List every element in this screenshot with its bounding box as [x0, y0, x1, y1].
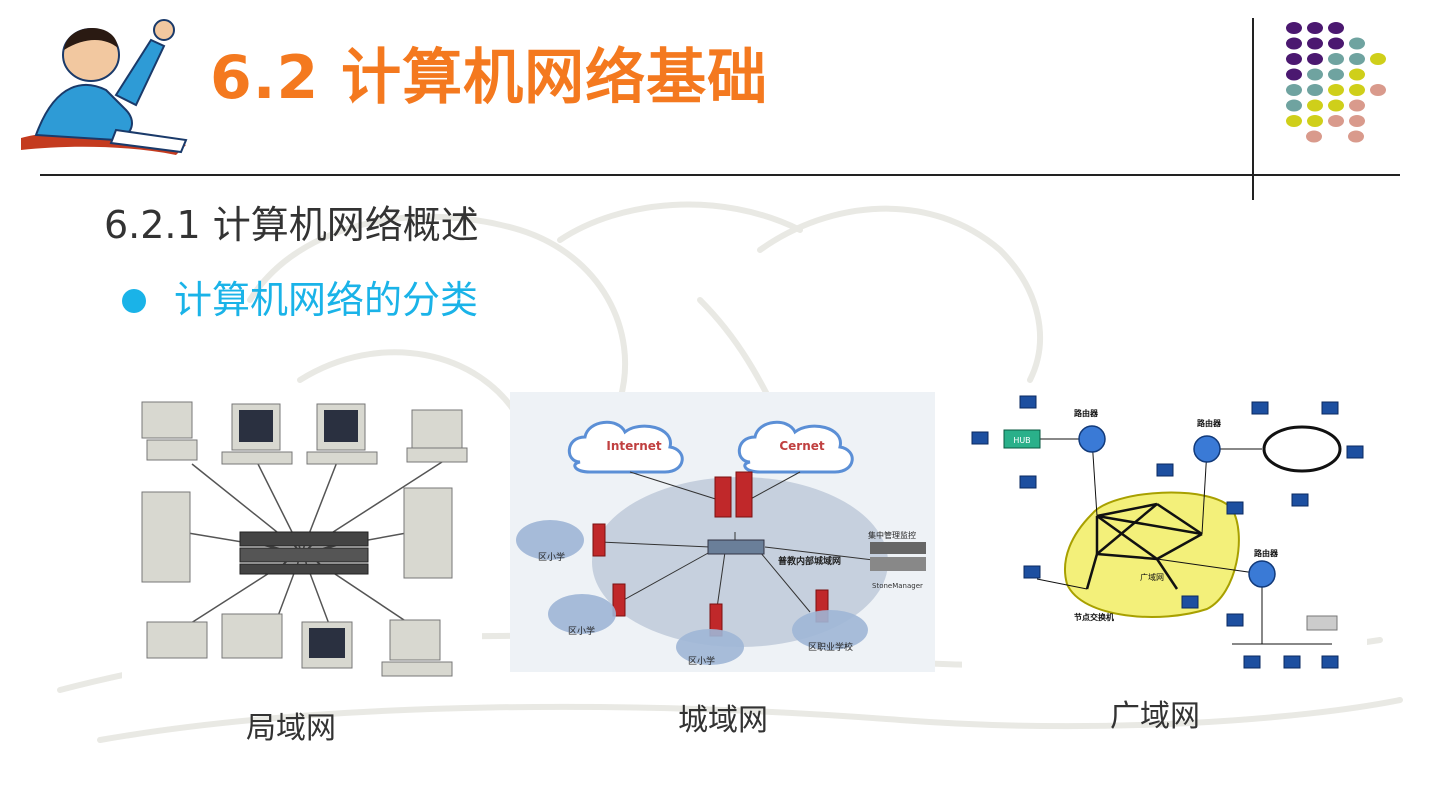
bullet-text: 计算机网络的分类	[174, 280, 478, 322]
internet-label: Internet	[606, 439, 661, 453]
lan-caption: 局域网	[246, 714, 336, 744]
center-label: 普教内部城域网	[778, 555, 841, 567]
switch-stack-icon	[240, 532, 368, 574]
decorative-dot	[1349, 115, 1365, 127]
decorative-dot	[1286, 53, 1302, 65]
decorative-dot	[1286, 84, 1302, 96]
decorative-dot	[1286, 69, 1302, 81]
decorative-dot	[1307, 53, 1323, 65]
decorative-dot	[1286, 38, 1302, 50]
decorative-dot	[1328, 22, 1344, 34]
decorative-dot	[1328, 100, 1344, 112]
decorative-dot	[1348, 131, 1364, 143]
wan-diagram: HUB 路由器 路由器 路由器 广域网 节点交换机	[962, 384, 1367, 690]
decorative-dot	[1370, 53, 1386, 65]
wan-caption: 广域网	[1110, 702, 1200, 732]
header-divider	[40, 174, 1400, 176]
decorative-dot	[1328, 38, 1344, 50]
decorative-dots-icon	[1284, 20, 1394, 150]
decorative-dot	[1328, 69, 1344, 81]
decorative-dot	[1307, 115, 1323, 127]
router-label-2: 路由器	[1197, 418, 1222, 428]
wan-label: 广域网	[1140, 572, 1164, 582]
decorative-dot	[1349, 53, 1365, 65]
decorative-dot	[1306, 131, 1322, 143]
lan-diagram	[122, 392, 482, 698]
router-label-3: 路由器	[1254, 548, 1279, 558]
decorative-dot	[1370, 84, 1386, 96]
man-diagram: Internet Cernet 区小学 区小学 区小学 区职业学校 普教内部城域…	[510, 392, 935, 672]
decorative-dot	[1328, 84, 1344, 96]
cernet-label: Cernet	[779, 439, 825, 453]
decorative-dot	[1307, 84, 1323, 96]
node-label-4: 区职业学校	[808, 641, 853, 653]
decorative-dot	[1349, 38, 1365, 50]
core-switch-icon	[708, 540, 764, 554]
decorative-dot	[1307, 69, 1323, 81]
decorative-dot	[1349, 69, 1365, 81]
student-raising-hand-icon	[16, 10, 191, 160]
node-label-1: 区小学	[538, 551, 565, 563]
router-icon	[1079, 426, 1105, 452]
section-heading: 6.2.1 计算机网络概述	[104, 205, 479, 247]
monitor-device-icon	[870, 542, 926, 554]
printer-icon	[1307, 616, 1337, 630]
switch-label: 节点交换机	[1074, 612, 1114, 622]
hub-label: HUB	[1013, 436, 1030, 445]
decorative-dot	[1286, 115, 1302, 127]
vertical-divider	[1252, 18, 1254, 200]
manager-label: StoneManager	[872, 582, 923, 590]
decorative-dot	[1307, 22, 1323, 34]
page-title: 6.2 计算机网络基础	[210, 48, 768, 108]
decorative-dot	[1349, 84, 1365, 96]
router-icon	[1194, 436, 1220, 462]
decorative-dot	[1286, 22, 1302, 34]
node-label-3: 区小学	[688, 655, 715, 667]
decorative-dot	[1307, 100, 1323, 112]
decorative-dot	[1328, 115, 1344, 127]
man-caption: 城域网	[678, 706, 768, 736]
monitor-label: 集中管理监控	[868, 530, 916, 540]
router-icon	[1249, 561, 1275, 587]
decorative-dot	[1328, 53, 1344, 65]
decorative-dot	[1349, 100, 1365, 112]
bullet-item: 计算机网络的分类	[122, 280, 478, 322]
decorative-dot	[1286, 100, 1302, 112]
node-label-2: 区小学	[568, 625, 595, 637]
bullet-icon	[122, 289, 146, 313]
decorative-dot	[1307, 38, 1323, 50]
router-label-1: 路由器	[1074, 408, 1099, 418]
